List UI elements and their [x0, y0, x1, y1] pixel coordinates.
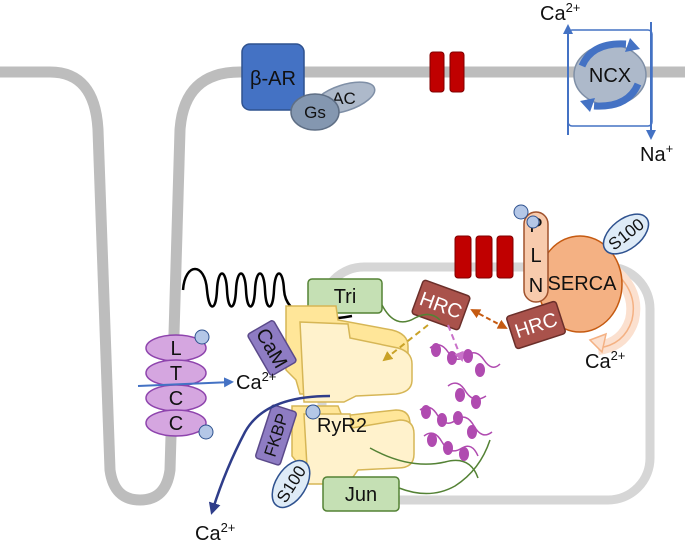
pln-protein: P L N [523, 211, 549, 303]
pln-phospho-site-2 [526, 215, 540, 229]
ryr2-label: RyR2 [317, 415, 367, 437]
ac-label: AC [332, 89, 356, 108]
junctin-tail [398, 439, 491, 495]
hrc-to-casq-arrow [447, 324, 464, 362]
gs-label: Gs [304, 103, 326, 122]
pln-label-l: L [530, 245, 541, 267]
ltcc-phospho-site-bottom [198, 424, 214, 440]
ltcc-label-c2: C [169, 413, 183, 435]
ryr2-channel: RyR2 [285, 305, 415, 485]
hrc-interaction-arrow [470, 309, 508, 329]
sr-channel [454, 235, 514, 279]
calsequestrin-helix-upper [429, 343, 501, 409]
ca-ltcc-label: Ca2+ [236, 369, 276, 394]
triadin: Tri [307, 278, 383, 314]
s100-bottom: S100 [271, 459, 311, 509]
membrane-channel [429, 51, 465, 93]
junctin-tail-2 [369, 447, 479, 479]
sarcolemma-membrane [0, 66, 685, 506]
beta-ar-receptor: β-AR [241, 43, 305, 111]
pln-phospho-site [513, 204, 529, 220]
ltcc-cytoplasmic-loop [181, 268, 353, 320]
jun-label: Jun [345, 484, 377, 506]
pln-label-n: N [529, 275, 543, 297]
ca-top-label: Ca2+ [540, 0, 580, 25]
beta-ar-label: β-AR [250, 68, 296, 90]
ltcc-label-t: T [170, 363, 182, 385]
ca-serca-label: Ca2+ [585, 348, 625, 373]
na-label: Na+ [640, 141, 673, 166]
serca-pump: SERCA [537, 235, 641, 355]
serca-label: SERCA [548, 273, 618, 295]
hrc-left: HRC [411, 279, 471, 331]
ltcc-phospho-site-top [194, 329, 210, 345]
ncx-exchanger: NCX [567, 29, 653, 127]
ltcc-ca-influx-arrow [137, 377, 234, 388]
hrc-right: HRC [506, 300, 566, 350]
ltcc-label-l: L [170, 338, 181, 360]
triadin-tail [381, 304, 441, 323]
ca-bottom-label: Ca2+ [195, 520, 235, 545]
gs-protein: Gs [290, 93, 340, 131]
ryr2-ca-release-arrow [208, 394, 331, 515]
ltcc-label-c1: C [169, 388, 183, 410]
tri-label: Tri [334, 286, 357, 308]
junctin: Jun [322, 476, 400, 512]
ncx-label: NCX [589, 65, 631, 87]
ltcc-channel: L T C C [145, 334, 207, 437]
calsequestrin-helix-lower [419, 405, 493, 461]
ryr2-phospho-site [305, 404, 321, 420]
